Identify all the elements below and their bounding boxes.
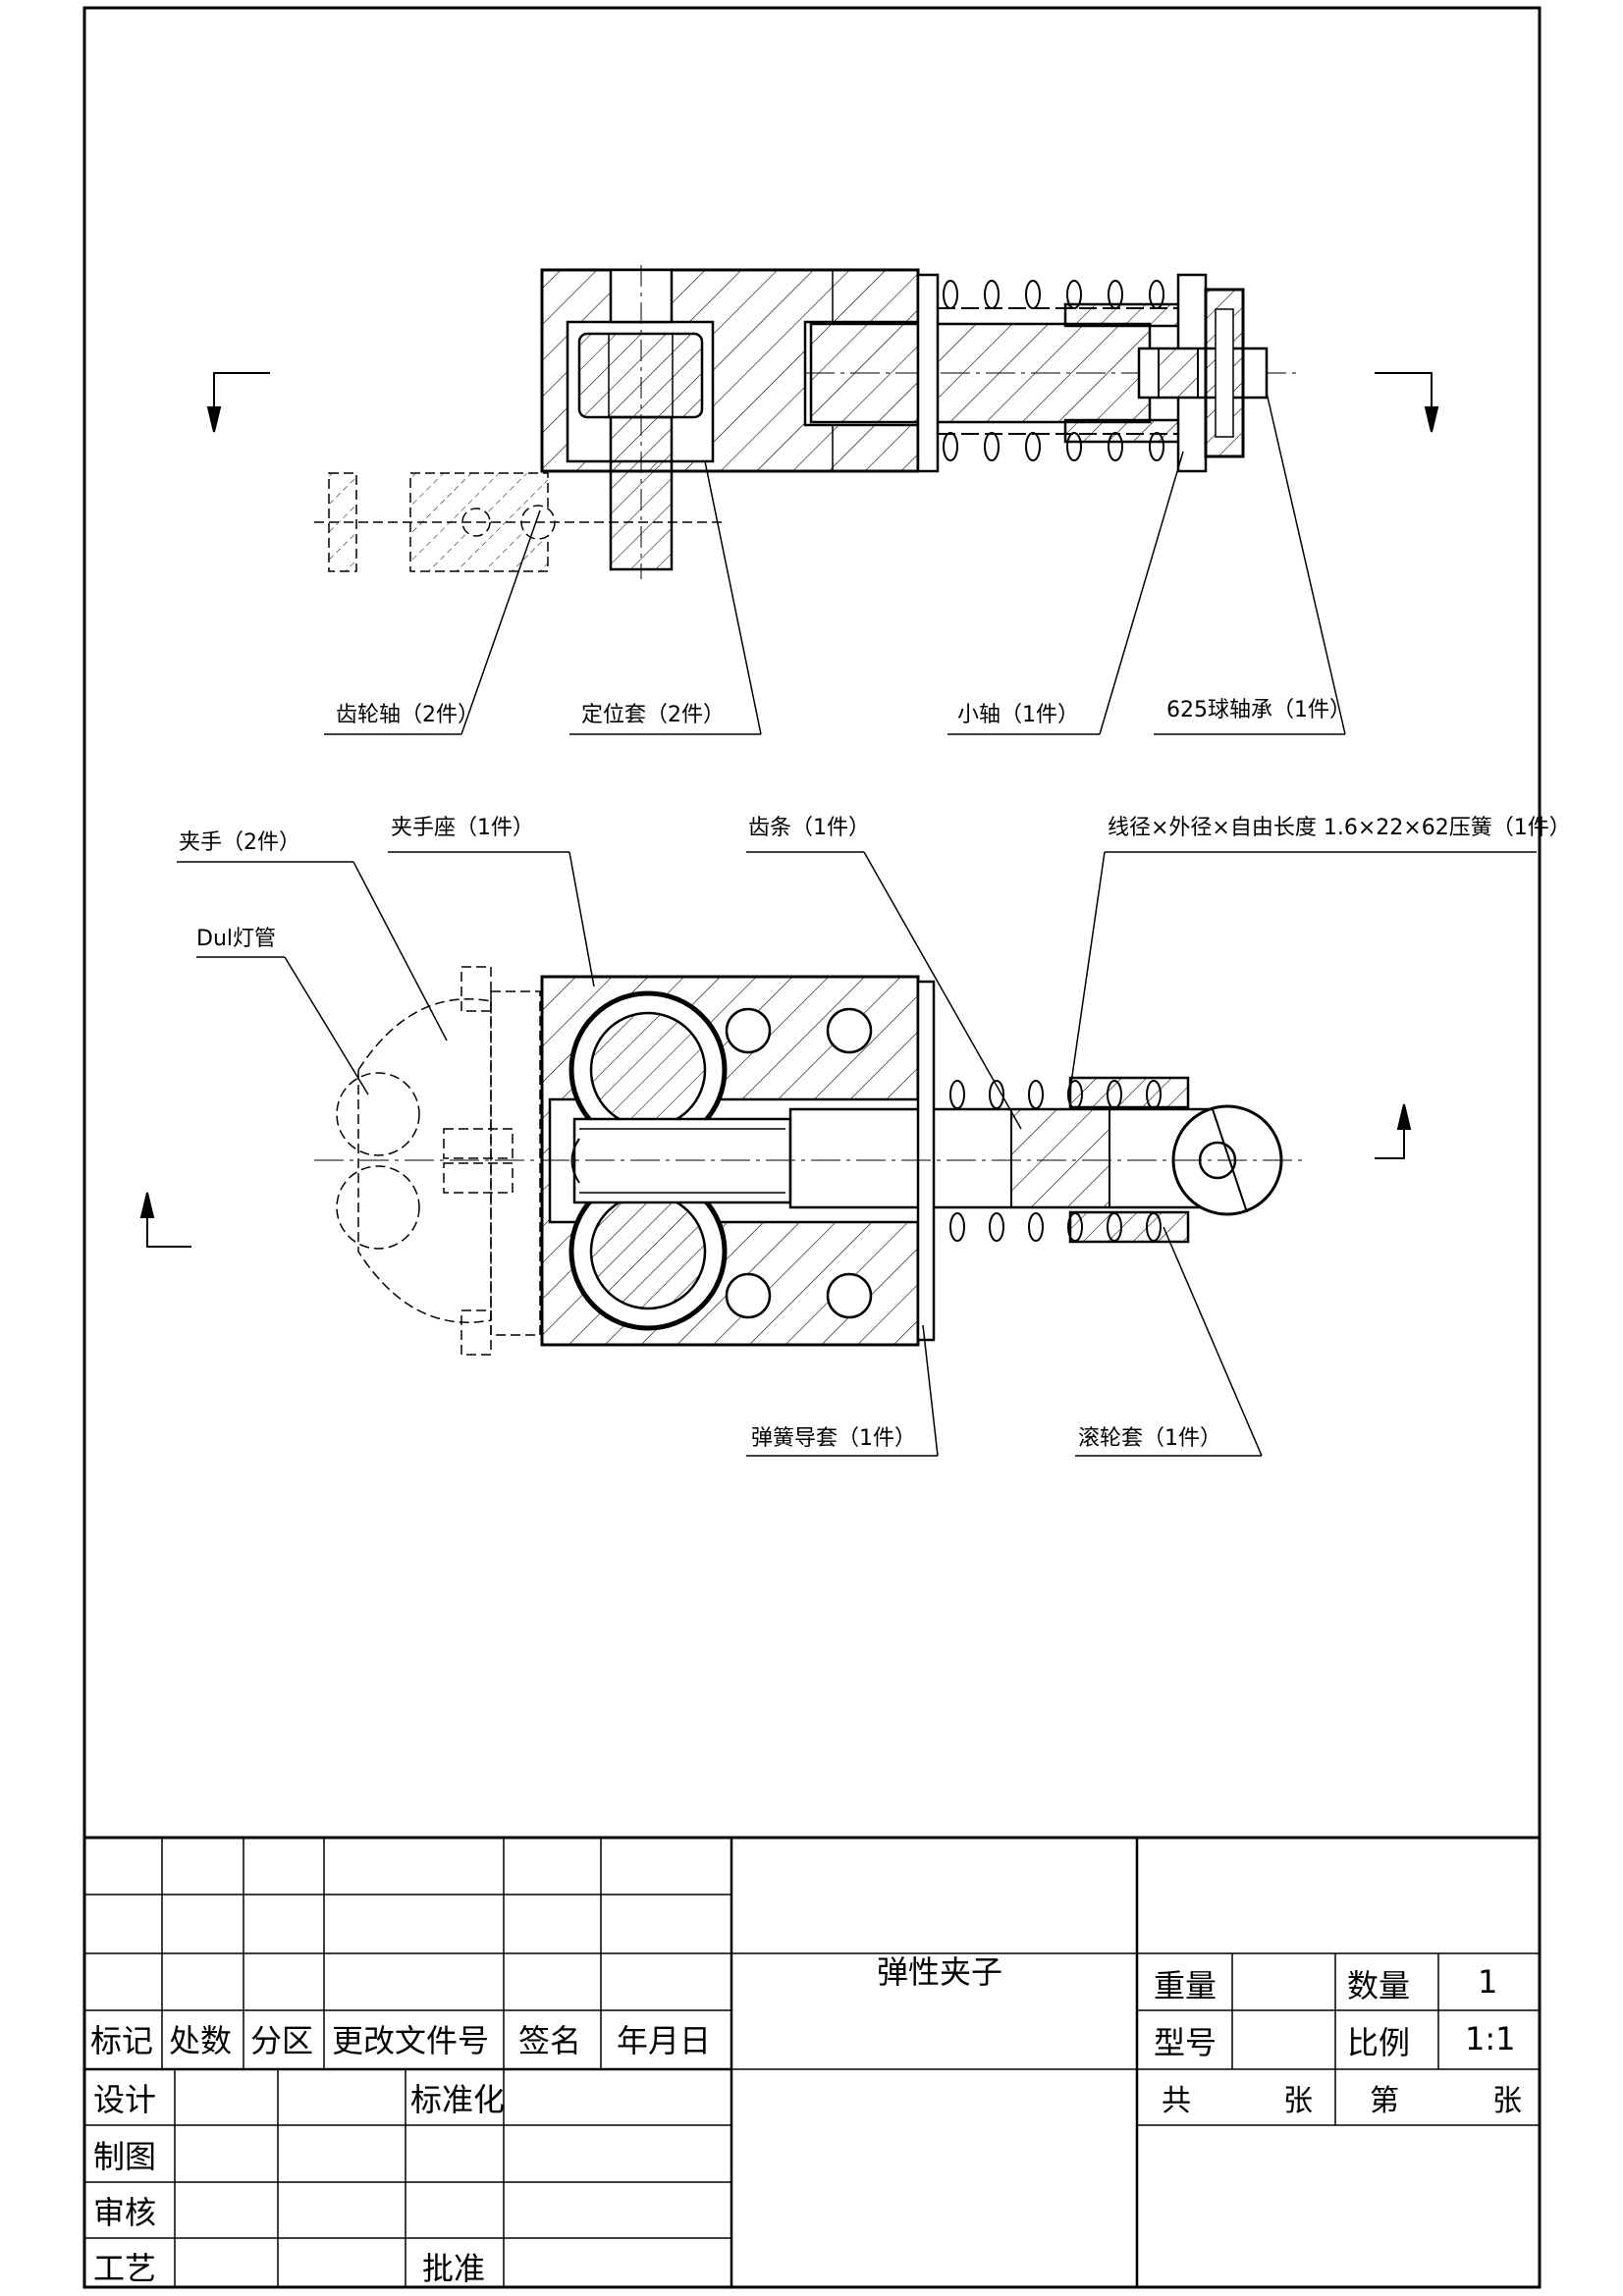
tb-header-date: 年月日	[617, 2022, 711, 2059]
tb-role-review: 审核	[93, 2194, 156, 2231]
callout-bearing: 625球轴承（1件）	[1166, 698, 1351, 722]
tb-sheet-unit2: 张	[1492, 2084, 1522, 2118]
phantom-clamp-hand	[336, 966, 541, 1356]
tb-header-zone: 分区	[250, 2022, 313, 2059]
top-leaders	[324, 392, 1346, 735]
callout-locating-sleeve: 定位套（2件）	[581, 703, 725, 727]
tb-header-signature: 签名	[518, 2022, 581, 2059]
tb-header-change-doc: 更改文件号	[332, 2022, 489, 2059]
lamp-tube-upper	[336, 1072, 420, 1156]
bottom-section-arrows	[139, 1103, 1412, 1248]
tb-role-draft: 制图	[93, 2138, 156, 2175]
tb-scale-value: 1:1	[1465, 2020, 1516, 2057]
callout-rack: 齿条（1件）	[748, 816, 870, 840]
title-block	[84, 1836, 1540, 2287]
tb-role-process: 工艺	[93, 2250, 156, 2287]
callout-gear-shaft: 齿轮轴（2件）	[336, 703, 479, 727]
tb-header-mark: 标记	[90, 2022, 153, 2059]
callout-small-shaft: 小轴（1件）	[957, 703, 1079, 727]
tb-quantity-value: 1	[1478, 1963, 1497, 2001]
callout-spring-guide: 弹簧导套（1件）	[751, 1426, 916, 1451]
lamp-tube-lower	[336, 1165, 420, 1250]
top-view	[206, 265, 1439, 735]
callout-clamp-hand: 夹手（2件）	[179, 830, 300, 855]
tb-sheet-unit: 张	[1283, 2084, 1313, 2118]
drawing-title: 弹性夹子	[877, 1953, 1002, 1991]
tb-sheet-index: 第	[1370, 2084, 1399, 2118]
tb-role-design: 设计	[93, 2081, 156, 2118]
top-section-arrows	[206, 372, 1439, 433]
tb-standardize: 标准化	[410, 2081, 505, 2118]
tb-quantity-label: 数量	[1347, 1967, 1410, 2004]
bottom-view	[139, 851, 1537, 1457]
tb-weight-label: 重量	[1154, 1967, 1217, 2004]
tb-approve: 批准	[422, 2250, 485, 2287]
callout-lamp-tube: Dul灯管	[196, 927, 276, 951]
callout-clamp-seat: 夹手座（1件）	[391, 816, 534, 840]
callout-spring: 线径×外径×自由长度 1.6×22×62压簧（1件）	[1108, 816, 1571, 840]
tb-model-label: 型号	[1154, 2024, 1217, 2061]
bottom-leaders	[177, 851, 1537, 1457]
tb-scale-label: 比例	[1347, 2024, 1410, 2061]
callout-roller-sleeve: 滚轮套（1件）	[1078, 1426, 1221, 1451]
tb-header-count: 处数	[169, 2022, 232, 2059]
tb-sheets-total: 共	[1162, 2084, 1191, 2118]
drawing-border	[82, 6, 1542, 2289]
